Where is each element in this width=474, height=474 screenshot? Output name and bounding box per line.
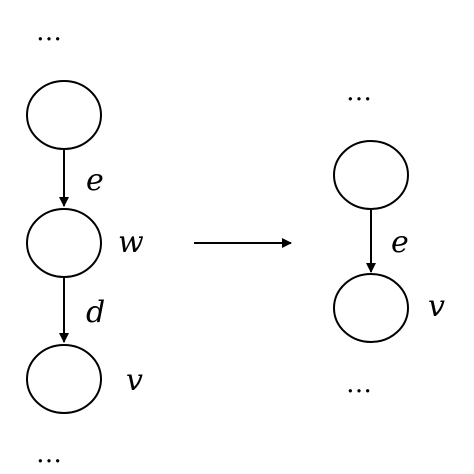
left-edge-e-label: e [86, 163, 104, 198]
left-graph: … e w d v … [26, 17, 144, 469]
left-edge-d-label: d [86, 295, 105, 330]
left-middle-node-label: w [118, 225, 144, 260]
right-top-ellipsis: … [346, 77, 378, 107]
left-top-ellipsis: … [36, 17, 68, 47]
right-bottom-ellipsis: … [346, 369, 378, 399]
left-middle-node [26, 208, 102, 278]
right-bottom-node-label: v [428, 289, 445, 324]
right-edge-e-label: e [391, 225, 409, 260]
right-top-node [333, 140, 409, 210]
left-top-node [26, 80, 102, 150]
left-bottom-node [26, 344, 102, 414]
right-graph: … e v … [333, 77, 445, 399]
left-bottom-ellipsis: … [36, 439, 68, 469]
right-bottom-node [333, 273, 409, 343]
left-bottom-node-label: v [126, 363, 143, 398]
